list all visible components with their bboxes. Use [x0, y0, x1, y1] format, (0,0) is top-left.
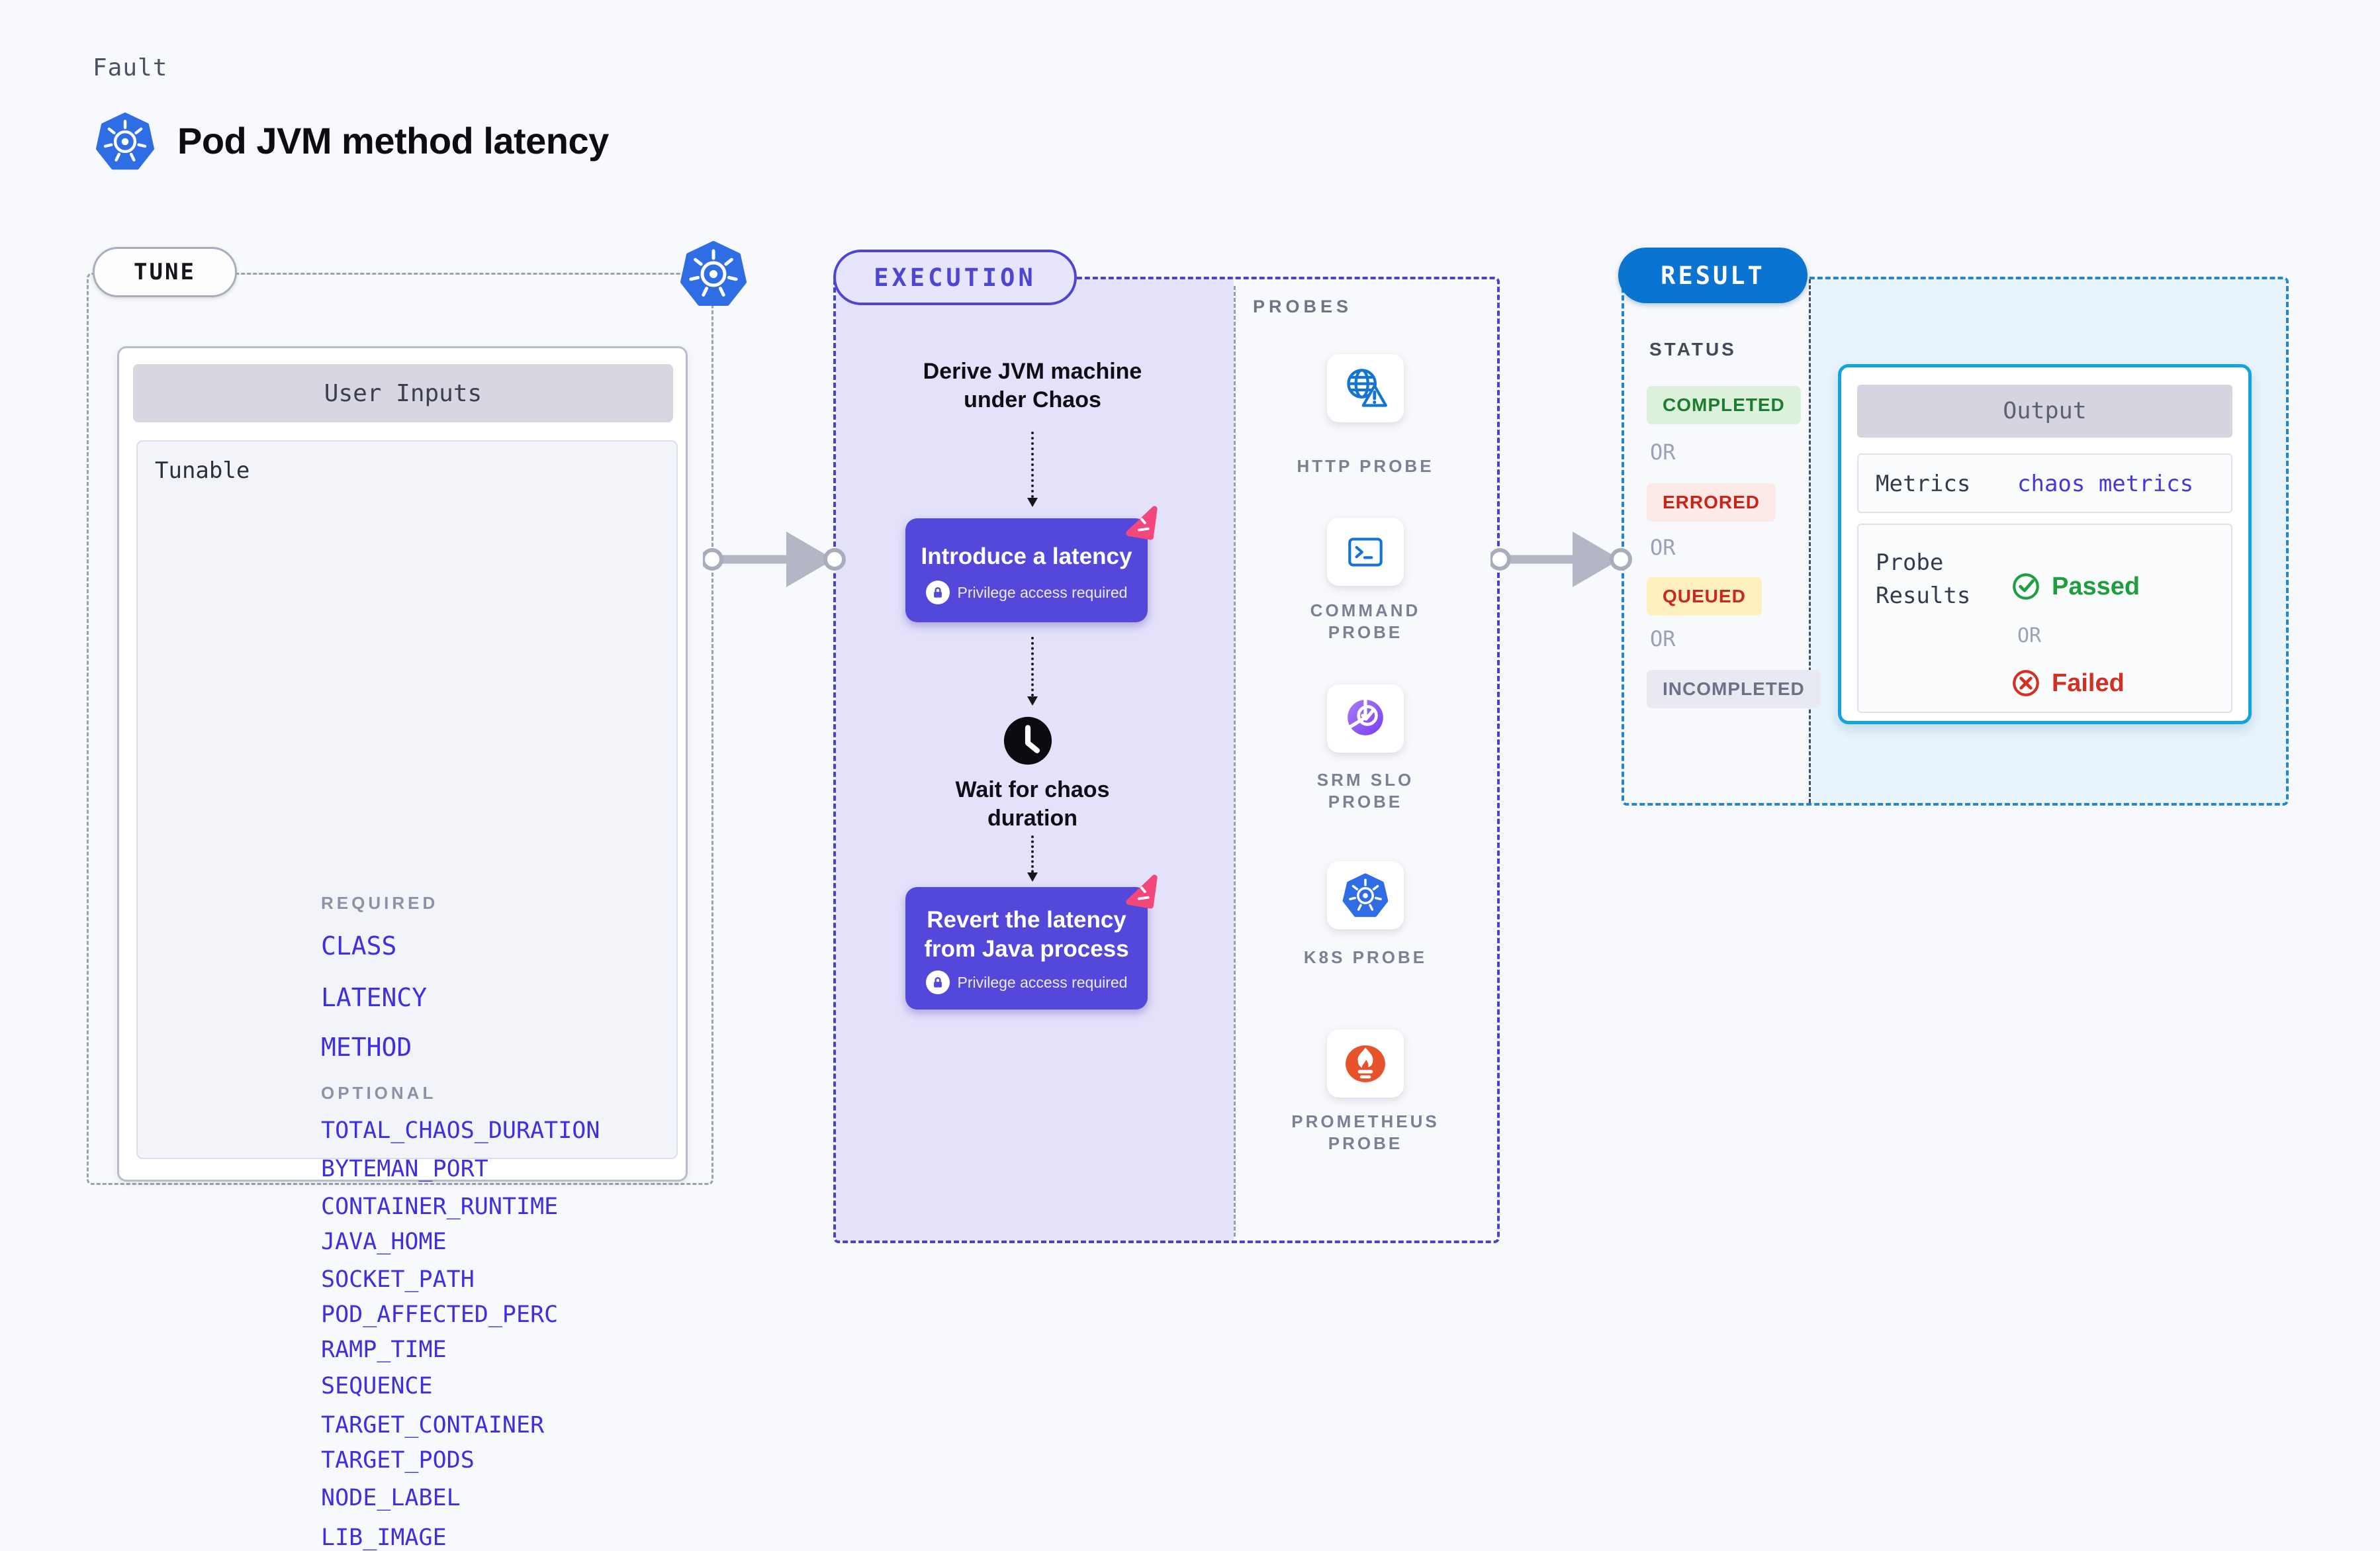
- output-header: Output: [1857, 385, 2232, 438]
- privilege-row: Privilege access required: [905, 581, 1148, 604]
- or-label: OR: [1650, 535, 1676, 560]
- k8s-probe-label: K8S PROBE: [1303, 947, 1428, 967]
- param-ramp-time: RAMP_TIME: [321, 1337, 447, 1363]
- spark-icon: [1126, 874, 1158, 909]
- probes-separator: [1234, 286, 1236, 1237]
- kubernetes-icon: [1342, 872, 1389, 917]
- optional-group-label: OPTIONAL: [321, 1083, 437, 1103]
- status-chip-queued: QUEUED: [1647, 577, 1762, 616]
- probe-results-label: Probe Results: [1876, 549, 1971, 609]
- required-group-label: REQUIRED: [321, 893, 439, 913]
- check-circle-icon: [2013, 573, 2039, 600]
- prometheus-probe-label: PROMETHEUS PROBE: [1291, 1111, 1440, 1153]
- param-target-container: TARGET_CONTAINER: [321, 1412, 545, 1438]
- execution-badge[interactable]: EXECUTION: [833, 250, 1077, 305]
- globe-warning-icon: [1347, 368, 1387, 407]
- param-target-pods: TARGET_PODS: [321, 1447, 475, 1474]
- prometheus-probe-card[interactable]: [1327, 1029, 1404, 1098]
- param-class: CLASS: [321, 931, 397, 961]
- param-node-label: NODE_LABEL: [321, 1485, 461, 1511]
- revert-latency-node[interactable]: Revert the latency from Java process Pri…: [905, 874, 1158, 1010]
- status-label: STATUS: [1649, 339, 1737, 359]
- metrics-value[interactable]: chaos metrics: [2017, 471, 2194, 497]
- result-badge[interactable]: RESULT: [1618, 248, 1808, 303]
- srm-slo-probe-label: SRM SLO PROBE: [1316, 770, 1414, 812]
- privilege-row: Privilege access required: [905, 970, 1148, 994]
- terminal-icon: [1348, 537, 1383, 567]
- prometheus-icon: [1346, 1045, 1385, 1082]
- user-inputs-card: User Inputs Tunable REQUIRED CLASS LATEN…: [117, 346, 688, 1551]
- or-label: OR: [1650, 440, 1676, 465]
- derive-jvm-step: Derive JVM machine under Chaos: [923, 359, 1142, 412]
- spark-icon: [1126, 506, 1158, 540]
- passed-status: Passed: [2011, 571, 2140, 602]
- status-chip-errored: ERRORED: [1647, 483, 1776, 522]
- flow-arrow-down: [1027, 637, 1038, 706]
- tune-section-box: [87, 273, 713, 1185]
- tune-badge[interactable]: TUNE: [93, 247, 237, 297]
- failed-status: Failed: [2011, 668, 2125, 698]
- param-method: METHOD: [321, 1033, 412, 1062]
- metrics-label: Metrics: [1876, 471, 1971, 497]
- command-probe-label: COMMAND PROBE: [1310, 600, 1421, 642]
- param-socket-path: SOCKET_PATH: [321, 1266, 475, 1293]
- flow-arrow-down: [1027, 432, 1038, 507]
- clock-icon: [1001, 714, 1055, 768]
- execution-to-result-arrow: [1490, 532, 1632, 587]
- wait-chaos-step: Wait for chaos duration: [955, 777, 1110, 831]
- kubernetes-icon: [96, 113, 154, 170]
- probe-results-row: Probe Results Passed OR Failed: [1857, 524, 2232, 713]
- action-title: Revert the latency from Java process: [924, 907, 1129, 962]
- page-title: Pod JVM method latency: [177, 120, 609, 162]
- lock-icon: [925, 970, 950, 994]
- http-probe-card[interactable]: [1327, 354, 1404, 422]
- execution-section-box: [833, 277, 1500, 1243]
- action-title: Introduce a latency: [921, 543, 1132, 569]
- param-java-home: JAVA_HOME: [321, 1229, 447, 1255]
- http-probe-label: HTTP PROBE: [1297, 456, 1434, 476]
- srm-slo-probe-card[interactable]: [1327, 684, 1404, 753]
- privilege-note: Privilege access required: [957, 583, 1128, 601]
- output-card: Output Metrics chaos metrics Probe Resul…: [1838, 364, 2252, 724]
- privilege-note: Privilege access required: [957, 973, 1128, 991]
- param-total-chaos-duration: TOTAL_CHAOS_DURATION: [321, 1117, 600, 1144]
- param-sequence: SEQUENCE: [321, 1373, 433, 1399]
- metrics-row: Metrics chaos metrics: [1857, 453, 2232, 513]
- param-lib-image: LIB_IMAGE: [321, 1525, 447, 1551]
- or-label: OR: [1650, 626, 1676, 651]
- k8s-probe-card[interactable]: [1327, 861, 1404, 929]
- tunable-label: Tunable: [155, 457, 250, 484]
- tune-to-execution-arrow: [703, 532, 846, 587]
- param-byteman-port: BYTEMAN_PORT: [321, 1156, 488, 1182]
- tunable-params-panel: Tunable REQUIRED CLASS LATENCY METHOD OP…: [136, 440, 678, 1551]
- status-output-separator: [1809, 279, 1811, 803]
- probes-panel-label: PROBES: [1253, 297, 1353, 316]
- introduce-latency-node[interactable]: Introduce a latency Privilege access req…: [905, 506, 1158, 622]
- user-inputs-header: User Inputs: [133, 364, 673, 422]
- x-circle-icon: [2013, 670, 2039, 696]
- status-chip-completed: COMPLETED: [1647, 386, 1801, 424]
- param-latency: LATENCY: [321, 983, 428, 1012]
- fault-kicker: Fault: [93, 54, 168, 81]
- param-pod-affected-perc: POD_AFFECTED_PERC: [321, 1301, 559, 1328]
- flow-arrow-down: [1027, 835, 1038, 882]
- command-probe-card[interactable]: [1327, 518, 1404, 586]
- status-chip-incompleted: INCOMPLETED: [1647, 670, 1821, 708]
- slo-gauge-icon: [1348, 698, 1383, 735]
- or-label: OR: [2017, 624, 2042, 647]
- lock-icon: [925, 581, 950, 604]
- diagram-canvas: Fault Pod JVM method latency TUNE User I…: [87, 54, 2289, 1551]
- kubernetes-icon: [680, 241, 747, 306]
- param-container-runtime: CONTAINER_RUNTIME: [321, 1194, 559, 1220]
